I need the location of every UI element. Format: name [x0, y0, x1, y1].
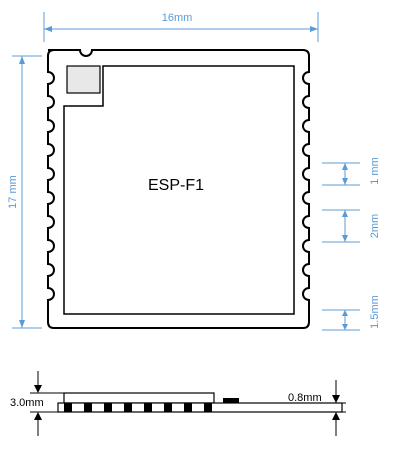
- module-name: ESP-F1: [148, 177, 204, 194]
- board-thickness-label: 0.8mm: [288, 392, 322, 404]
- total-height-label: 3.0mm: [10, 397, 44, 409]
- shield-outline: [63, 65, 295, 315]
- pad-pitch-dimension: [322, 209, 360, 243]
- width-label: 16mm: [162, 12, 193, 24]
- width-dimension: [43, 12, 319, 42]
- side-view-board: [57, 402, 343, 413]
- pad-width-dimension: [322, 162, 360, 186]
- antenna-block: [66, 65, 101, 94]
- side-view-pads: [64, 403, 212, 412]
- height-label: 17 mm: [7, 175, 19, 209]
- height-dimension: [12, 55, 42, 329]
- edge-offset-label: 1.5mm: [369, 295, 381, 329]
- pad-pitch-label: 2mm: [369, 214, 381, 238]
- board-thickness-dimension: [290, 380, 346, 436]
- side-view-shield: [63, 392, 215, 404]
- total-height-dimension: [30, 371, 64, 436]
- pad-width-label: 1 mm: [369, 157, 381, 185]
- edge-offset-dimension: [322, 309, 360, 331]
- module-outline: [47, 49, 310, 329]
- side-view-component: [223, 398, 239, 403]
